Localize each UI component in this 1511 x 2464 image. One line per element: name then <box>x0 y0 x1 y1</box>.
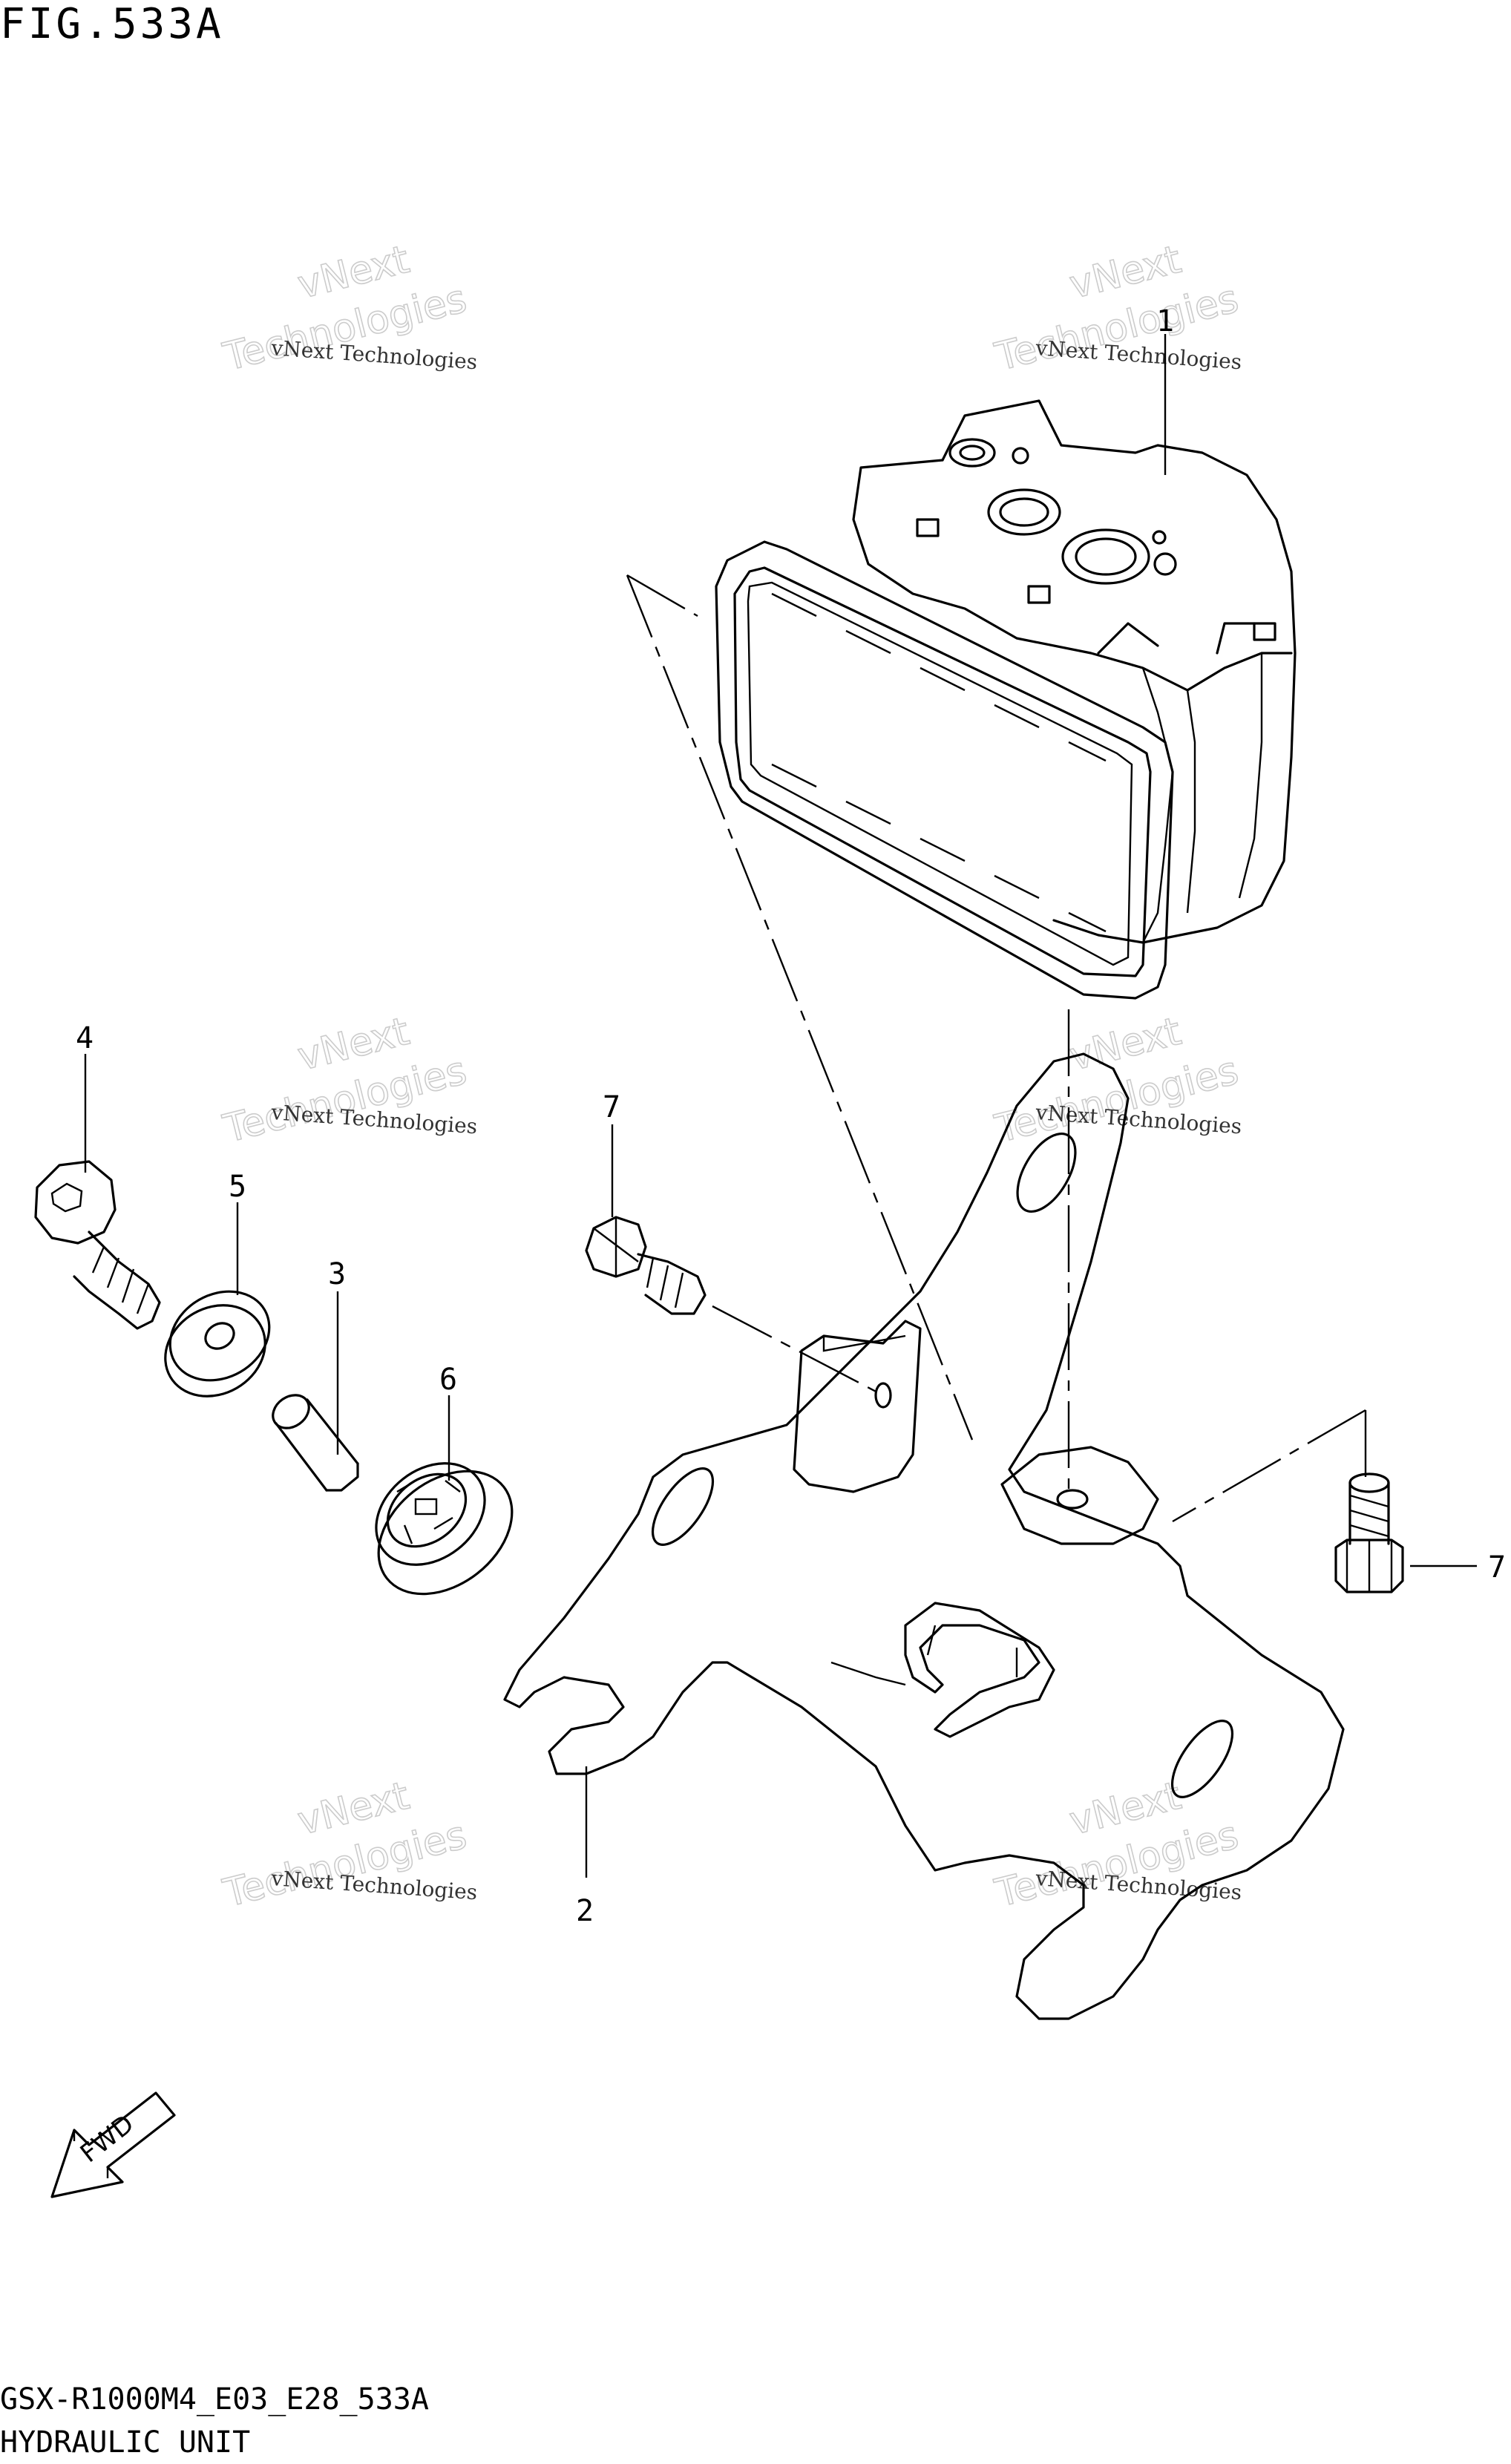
callout-5: 5 <box>229 1170 246 1204</box>
callout-6: 6 <box>439 1363 457 1397</box>
callout-7b: 7 <box>1488 1550 1506 1585</box>
leader-lines <box>84 334 1477 1878</box>
washer-part-5 <box>164 1290 271 1398</box>
hydraulic-unit-part-1 <box>715 399 1297 1000</box>
assembly-lines <box>626 574 1367 1523</box>
cushion-part-6 <box>375 1462 514 1596</box>
bracket-part-2 <box>503 1052 1345 2020</box>
bolt-part-7a <box>585 1216 707 1315</box>
callout-4: 4 <box>76 1021 94 1055</box>
callout-2: 2 <box>576 1894 594 1928</box>
callout-7a: 7 <box>603 1090 620 1124</box>
callout-numbers: 1 4 5 3 6 7 7 2 <box>76 304 1506 1928</box>
diagram-name: HYDRAULIC UNIT <box>0 2425 251 2460</box>
fwd-arrow: FWD <box>50 2091 176 2198</box>
diagram-code: GSX-R1000M4_E03_E28_533A <box>0 2382 429 2417</box>
collar-part-3 <box>272 1394 359 1492</box>
figure-title: FIG.533A <box>0 0 224 48</box>
screw-part-4 <box>34 1160 161 1330</box>
bolt-part-7b <box>1334 1472 1404 1593</box>
callout-3: 3 <box>328 1257 346 1291</box>
callout-1: 1 <box>1156 304 1174 338</box>
fwd-label: FWD <box>75 2109 140 2169</box>
